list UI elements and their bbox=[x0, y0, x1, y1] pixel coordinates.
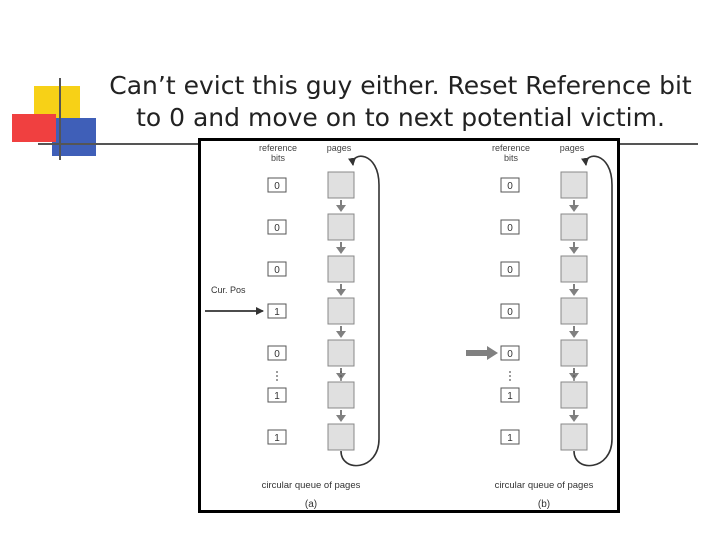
reference-bit-value: 1 bbox=[274, 391, 280, 402]
ellipsis-dot bbox=[340, 375, 342, 377]
reference-bit-box bbox=[267, 345, 287, 361]
panel-label: (b) bbox=[538, 499, 550, 510]
reference-bit-value: 1 bbox=[507, 391, 513, 402]
reference-bit-box bbox=[500, 177, 520, 193]
reference-bit-value: 1 bbox=[274, 307, 280, 318]
reference-bit-value: 1 bbox=[274, 433, 280, 444]
page-box bbox=[327, 297, 355, 325]
reference-bit-box bbox=[267, 429, 287, 445]
reference-bit-box bbox=[267, 387, 287, 403]
cur-pos-label: Cur. Pos bbox=[211, 285, 246, 295]
queue-arrow-head bbox=[336, 415, 346, 422]
reference-bit-value: 0 bbox=[507, 349, 513, 360]
page-box bbox=[560, 213, 588, 241]
ellipsis-dot bbox=[340, 379, 342, 381]
deco-red-square bbox=[12, 114, 56, 142]
page-box bbox=[560, 171, 588, 199]
reference-bit-box bbox=[500, 303, 520, 319]
queue-arrow-head bbox=[336, 247, 346, 254]
reference-bit-box bbox=[500, 345, 520, 361]
queue-arrow-head bbox=[336, 289, 346, 296]
queue-arrow-head bbox=[569, 247, 579, 254]
queue-arrow-head bbox=[569, 289, 579, 296]
reference-bit-box bbox=[500, 429, 520, 445]
page-box bbox=[560, 339, 588, 367]
page-box bbox=[327, 255, 355, 283]
reference-bit-box bbox=[267, 219, 287, 235]
reference-bit-box bbox=[500, 219, 520, 235]
reference-bit-value: 0 bbox=[274, 181, 280, 192]
ellipsis-dot bbox=[509, 371, 511, 373]
ellipsis-dot bbox=[276, 375, 278, 377]
circular-queue-return-arrow bbox=[573, 155, 613, 467]
page-box bbox=[560, 255, 588, 283]
page-box bbox=[327, 423, 355, 451]
page-box bbox=[327, 213, 355, 241]
ellipsis-dot bbox=[340, 371, 342, 373]
queue-arrow-head bbox=[336, 331, 346, 338]
ellipsis-dot bbox=[509, 375, 511, 377]
page-box bbox=[327, 339, 355, 367]
queue-caption: circular queue of pages bbox=[262, 480, 361, 491]
queue-arrow-head bbox=[569, 205, 579, 212]
ref-bits-header-line-1: reference bbox=[259, 143, 297, 153]
reference-bit-box bbox=[500, 387, 520, 403]
queue-caption: circular queue of pages bbox=[495, 480, 594, 491]
border-gap bbox=[201, 253, 204, 433]
ellipsis-dot bbox=[276, 371, 278, 373]
page-box bbox=[560, 297, 588, 325]
reference-bit-value: 1 bbox=[507, 433, 513, 444]
pages-header: pages bbox=[327, 143, 352, 153]
ref-bits-header-line-1: reference bbox=[492, 143, 530, 153]
reference-bit-value: 0 bbox=[507, 265, 513, 276]
panel-label: (a) bbox=[305, 499, 317, 510]
deco-vertical-line bbox=[59, 78, 61, 160]
ref-bits-header-line-2: bits bbox=[504, 153, 519, 163]
reference-bit-value: 0 bbox=[274, 349, 280, 360]
reference-bit-box bbox=[267, 303, 287, 319]
ellipsis-dot bbox=[509, 379, 511, 381]
circular-queue-return-arrow bbox=[340, 155, 380, 467]
reference-bit-box bbox=[500, 261, 520, 277]
reference-bit-value: 0 bbox=[507, 223, 513, 234]
page-box bbox=[560, 423, 588, 451]
slide-title: Can’t evict this guy either. Reset Refer… bbox=[108, 70, 693, 134]
ellipsis-dot bbox=[573, 371, 575, 373]
reference-bit-value: 0 bbox=[507, 307, 513, 318]
page-box bbox=[560, 381, 588, 409]
ref-bits-header-line-2: bits bbox=[271, 153, 286, 163]
page-box bbox=[327, 381, 355, 409]
page-box bbox=[327, 171, 355, 199]
ellipsis-dot bbox=[573, 375, 575, 377]
reference-bit-value: 0 bbox=[274, 223, 280, 234]
reference-bit-value: 0 bbox=[507, 181, 513, 192]
queue-arrow-head bbox=[336, 205, 346, 212]
ellipsis-dot bbox=[276, 379, 278, 381]
queue-arrow-head bbox=[569, 331, 579, 338]
slide-title-line-1: Can’t evict this guy either. Reset Refer… bbox=[109, 71, 692, 100]
pages-header: pages bbox=[560, 143, 585, 153]
queue-arrow-head bbox=[569, 415, 579, 422]
reference-bit-box bbox=[267, 261, 287, 277]
clock-hand-arrow bbox=[466, 346, 498, 360]
ellipsis-dot bbox=[573, 379, 575, 381]
reference-bit-box bbox=[267, 177, 287, 193]
slide-title-line-2: to 0 and move on to next potential victi… bbox=[136, 103, 665, 132]
reference-bit-value: 0 bbox=[274, 265, 280, 276]
